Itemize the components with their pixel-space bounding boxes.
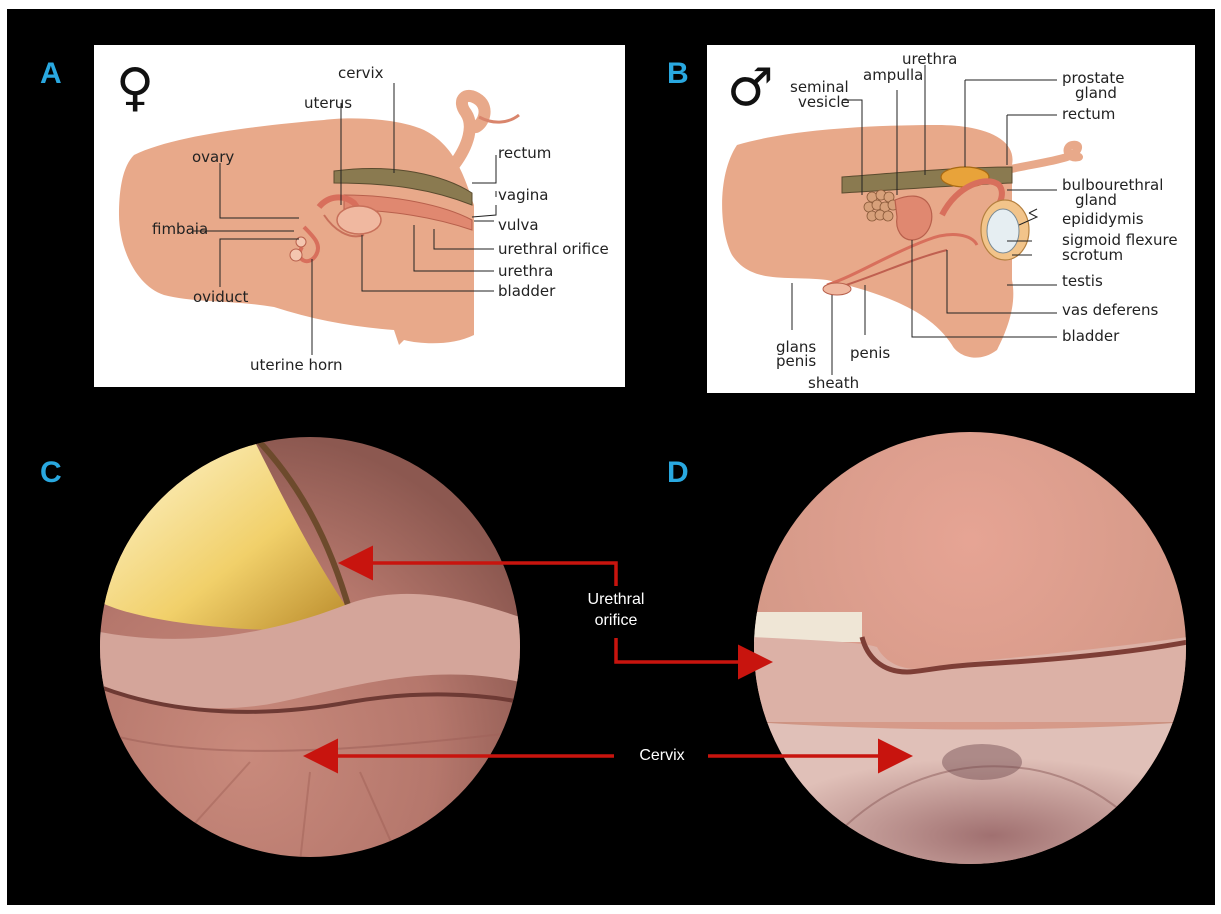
callout-urethral-orifice-line2: orifice bbox=[576, 610, 656, 632]
callout-urethral-orifice-line1: Urethral bbox=[576, 589, 656, 611]
callout-cervix: Cervix bbox=[622, 745, 702, 767]
